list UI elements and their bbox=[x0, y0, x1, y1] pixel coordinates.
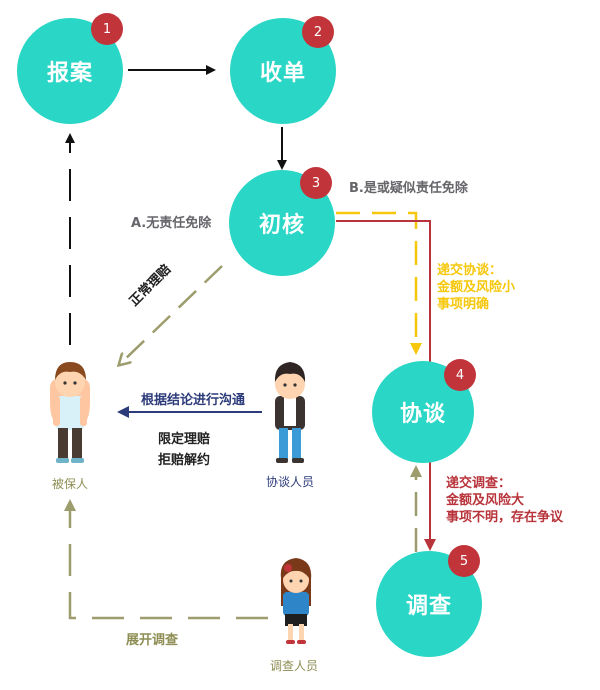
negotiator-figure bbox=[274, 362, 306, 463]
arrow-review-to-insured bbox=[120, 265, 223, 364]
node-label: 报案 bbox=[46, 61, 93, 86]
annotation-line: 金额及风险大 bbox=[446, 493, 525, 508]
node-label: 协谈 bbox=[399, 402, 446, 427]
caption-insured: 被保人 bbox=[52, 477, 89, 491]
caption-negotiator: 协谈人员 bbox=[266, 475, 315, 489]
label-start-investigation: 展开调查 bbox=[126, 633, 179, 648]
label-no-liability: A.无责任免除 bbox=[131, 216, 212, 231]
step-badge: 1 bbox=[91, 13, 123, 45]
step-badge: 5 bbox=[448, 545, 480, 577]
label-communicate: 根据结论进行沟通 bbox=[141, 393, 246, 408]
label-reject-claim: 拒赔解约 bbox=[158, 453, 211, 468]
node-label: 收单 bbox=[259, 61, 306, 86]
annotation-line: 事项不明，存在争议 bbox=[446, 510, 564, 525]
annotation-line: 递交协谈： bbox=[437, 263, 503, 278]
annotation-line: 事项明确 bbox=[437, 297, 490, 312]
label-limited-claim: 限定理赔 bbox=[158, 432, 211, 447]
step-badge: 4 bbox=[444, 359, 476, 391]
arrow-review-to-negotiate bbox=[336, 211, 422, 355]
insured-figure bbox=[50, 362, 90, 463]
step-badge: 2 bbox=[302, 16, 334, 48]
arrow-investigator-to-insured bbox=[64, 499, 268, 620]
label-submit-negotiate: 递交协谈： 金额及风险小 事项明确 bbox=[437, 262, 515, 313]
node-label: 调查 bbox=[405, 594, 452, 619]
investigator-figure bbox=[280, 558, 312, 644]
label-suspected-liability: B.是或疑似责任免除 bbox=[349, 181, 468, 196]
caption-investigator: 调查人员 bbox=[270, 659, 319, 673]
label-submit-investigate: 递交调查： 金额及风险大 事项不明，存在争议 bbox=[446, 475, 563, 526]
annotation-line: 金额及风险小 bbox=[437, 280, 516, 295]
step-badge: 3 bbox=[300, 167, 332, 199]
annotation-line: 递交调查： bbox=[446, 476, 512, 491]
node-label: 初核 bbox=[258, 213, 305, 238]
